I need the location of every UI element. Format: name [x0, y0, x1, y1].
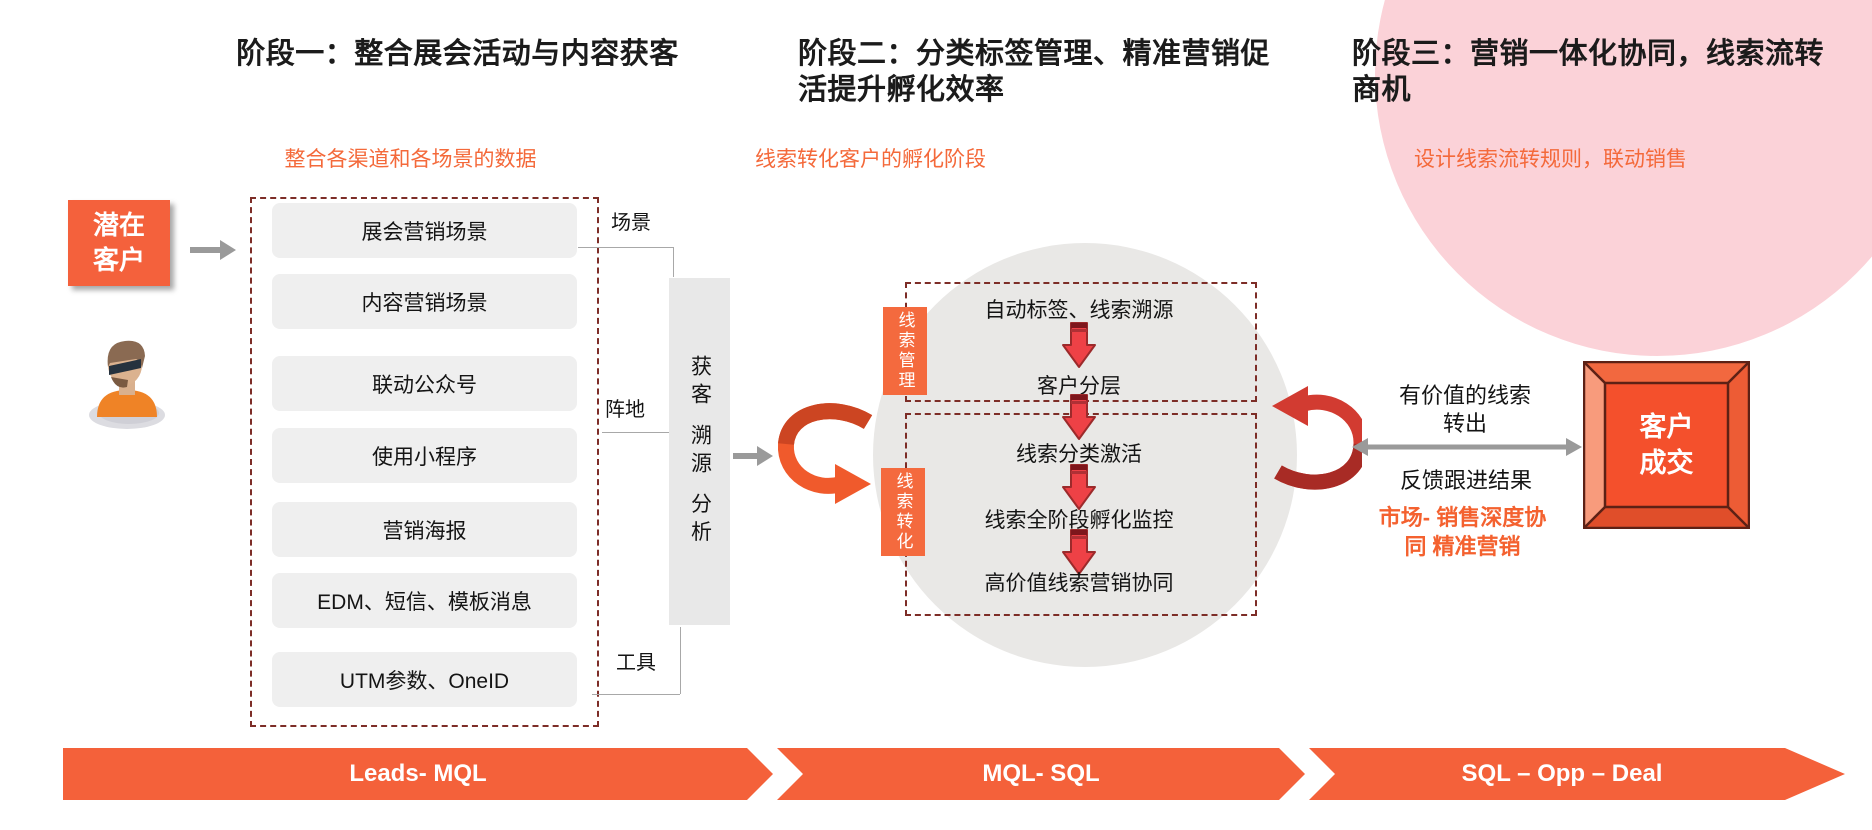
- cycle-arrow-right-icon: [1272, 386, 1362, 490]
- deal-box-label: 客户成交: [1639, 411, 1694, 478]
- convert-step: 高价值线索营销协同: [984, 572, 1174, 595]
- connector-line: [578, 247, 673, 248]
- down-arrow-icon: [1061, 393, 1097, 441]
- channel-item: 内容营销场景: [272, 274, 577, 329]
- channel-item: EDM、短信、模板消息: [272, 573, 577, 628]
- right-arrow-icon: [733, 446, 773, 466]
- channel-item: UTM参数、OneID: [272, 652, 577, 707]
- potential-customer-label: 潜在客户: [92, 209, 145, 275]
- market-sales-highlight: 市场- 销售深度协同 精准营销: [1378, 505, 1547, 559]
- banner-segment-label: SQL – Opp – Deal: [1461, 760, 1663, 787]
- banner-segment-label: Leads- MQL: [349, 760, 487, 787]
- connector-line: [592, 694, 680, 695]
- manage-step: 自动标签、线索溯源: [984, 299, 1174, 322]
- convert-step: 线索全阶段孵化监控: [984, 509, 1174, 532]
- convert-step: 线索分类激活: [1016, 443, 1142, 466]
- connector-label-scene: 场景: [611, 212, 651, 234]
- transfer-out-text: 有价值的线索转出: [1398, 383, 1531, 436]
- connector-label-tool: 工具: [616, 652, 656, 674]
- deal-box: 客户成交: [1583, 361, 1750, 529]
- customer-avatar-icon: [89, 340, 165, 429]
- connector-line: [680, 627, 681, 694]
- connector-line: [602, 432, 669, 433]
- stage2-title: 阶段二：分类标签管理、精准营销促活提升孵化效率: [798, 38, 1271, 107]
- banner-segment-sql-opp-deal: SQL – Opp – Deal: [1309, 748, 1845, 800]
- lead-convert-label-text: 线索转化: [893, 472, 913, 552]
- lead-manage-label-text: 线索管理: [895, 311, 915, 391]
- acquisition-dashed-box: [250, 197, 599, 727]
- stage3-subtitle: 设计线索流转规则，联动销售: [1414, 148, 1687, 171]
- double-arrow-icon: [1352, 438, 1582, 456]
- manage-step: 客户分层: [1037, 375, 1121, 398]
- potential-customer-box: 潜在客户: [68, 200, 170, 286]
- acquisition-funnel-box: 获客 溯源 分析: [669, 278, 730, 625]
- decor-gray-circle: [873, 243, 1297, 667]
- stage2-subtitle: 线索转化客户的孵化阶段: [755, 148, 986, 171]
- stage3-title: 阶段三：营销一体化协同，线索流转商机: [1352, 38, 1825, 107]
- lead-convert-label: 线索转化: [881, 468, 925, 556]
- down-arrow-icon: [1061, 321, 1097, 369]
- right-arrow-icon: [190, 240, 236, 260]
- deal-box-frame: [1583, 361, 1750, 529]
- channel-item: 使用小程序: [272, 428, 577, 483]
- channel-item: 展会营销场景: [272, 203, 577, 258]
- banner-segment-mql-sql: MQL- SQL: [777, 748, 1305, 800]
- banner-segment-label: MQL- SQL: [982, 760, 1100, 787]
- stage1-title: 阶段一：整合展会活动与内容获客: [236, 38, 679, 70]
- stage1-subtitle: 整合各渠道和各场景的数据: [284, 148, 537, 171]
- feedback-text: 反馈跟进结果: [1399, 468, 1532, 493]
- cycle-arrow-left-icon: [778, 403, 873, 504]
- banner-segment-leads-mql: Leads- MQL: [63, 748, 773, 800]
- channel-item: 营销海报: [272, 502, 577, 557]
- channel-item: 联动公众号: [272, 356, 577, 411]
- connector-line: [673, 247, 674, 277]
- lead-manage-label: 线索管理: [883, 307, 927, 395]
- funnel-box-label: 获客 溯源 分析: [688, 354, 712, 549]
- connector-label-position: 阵地: [605, 399, 645, 421]
